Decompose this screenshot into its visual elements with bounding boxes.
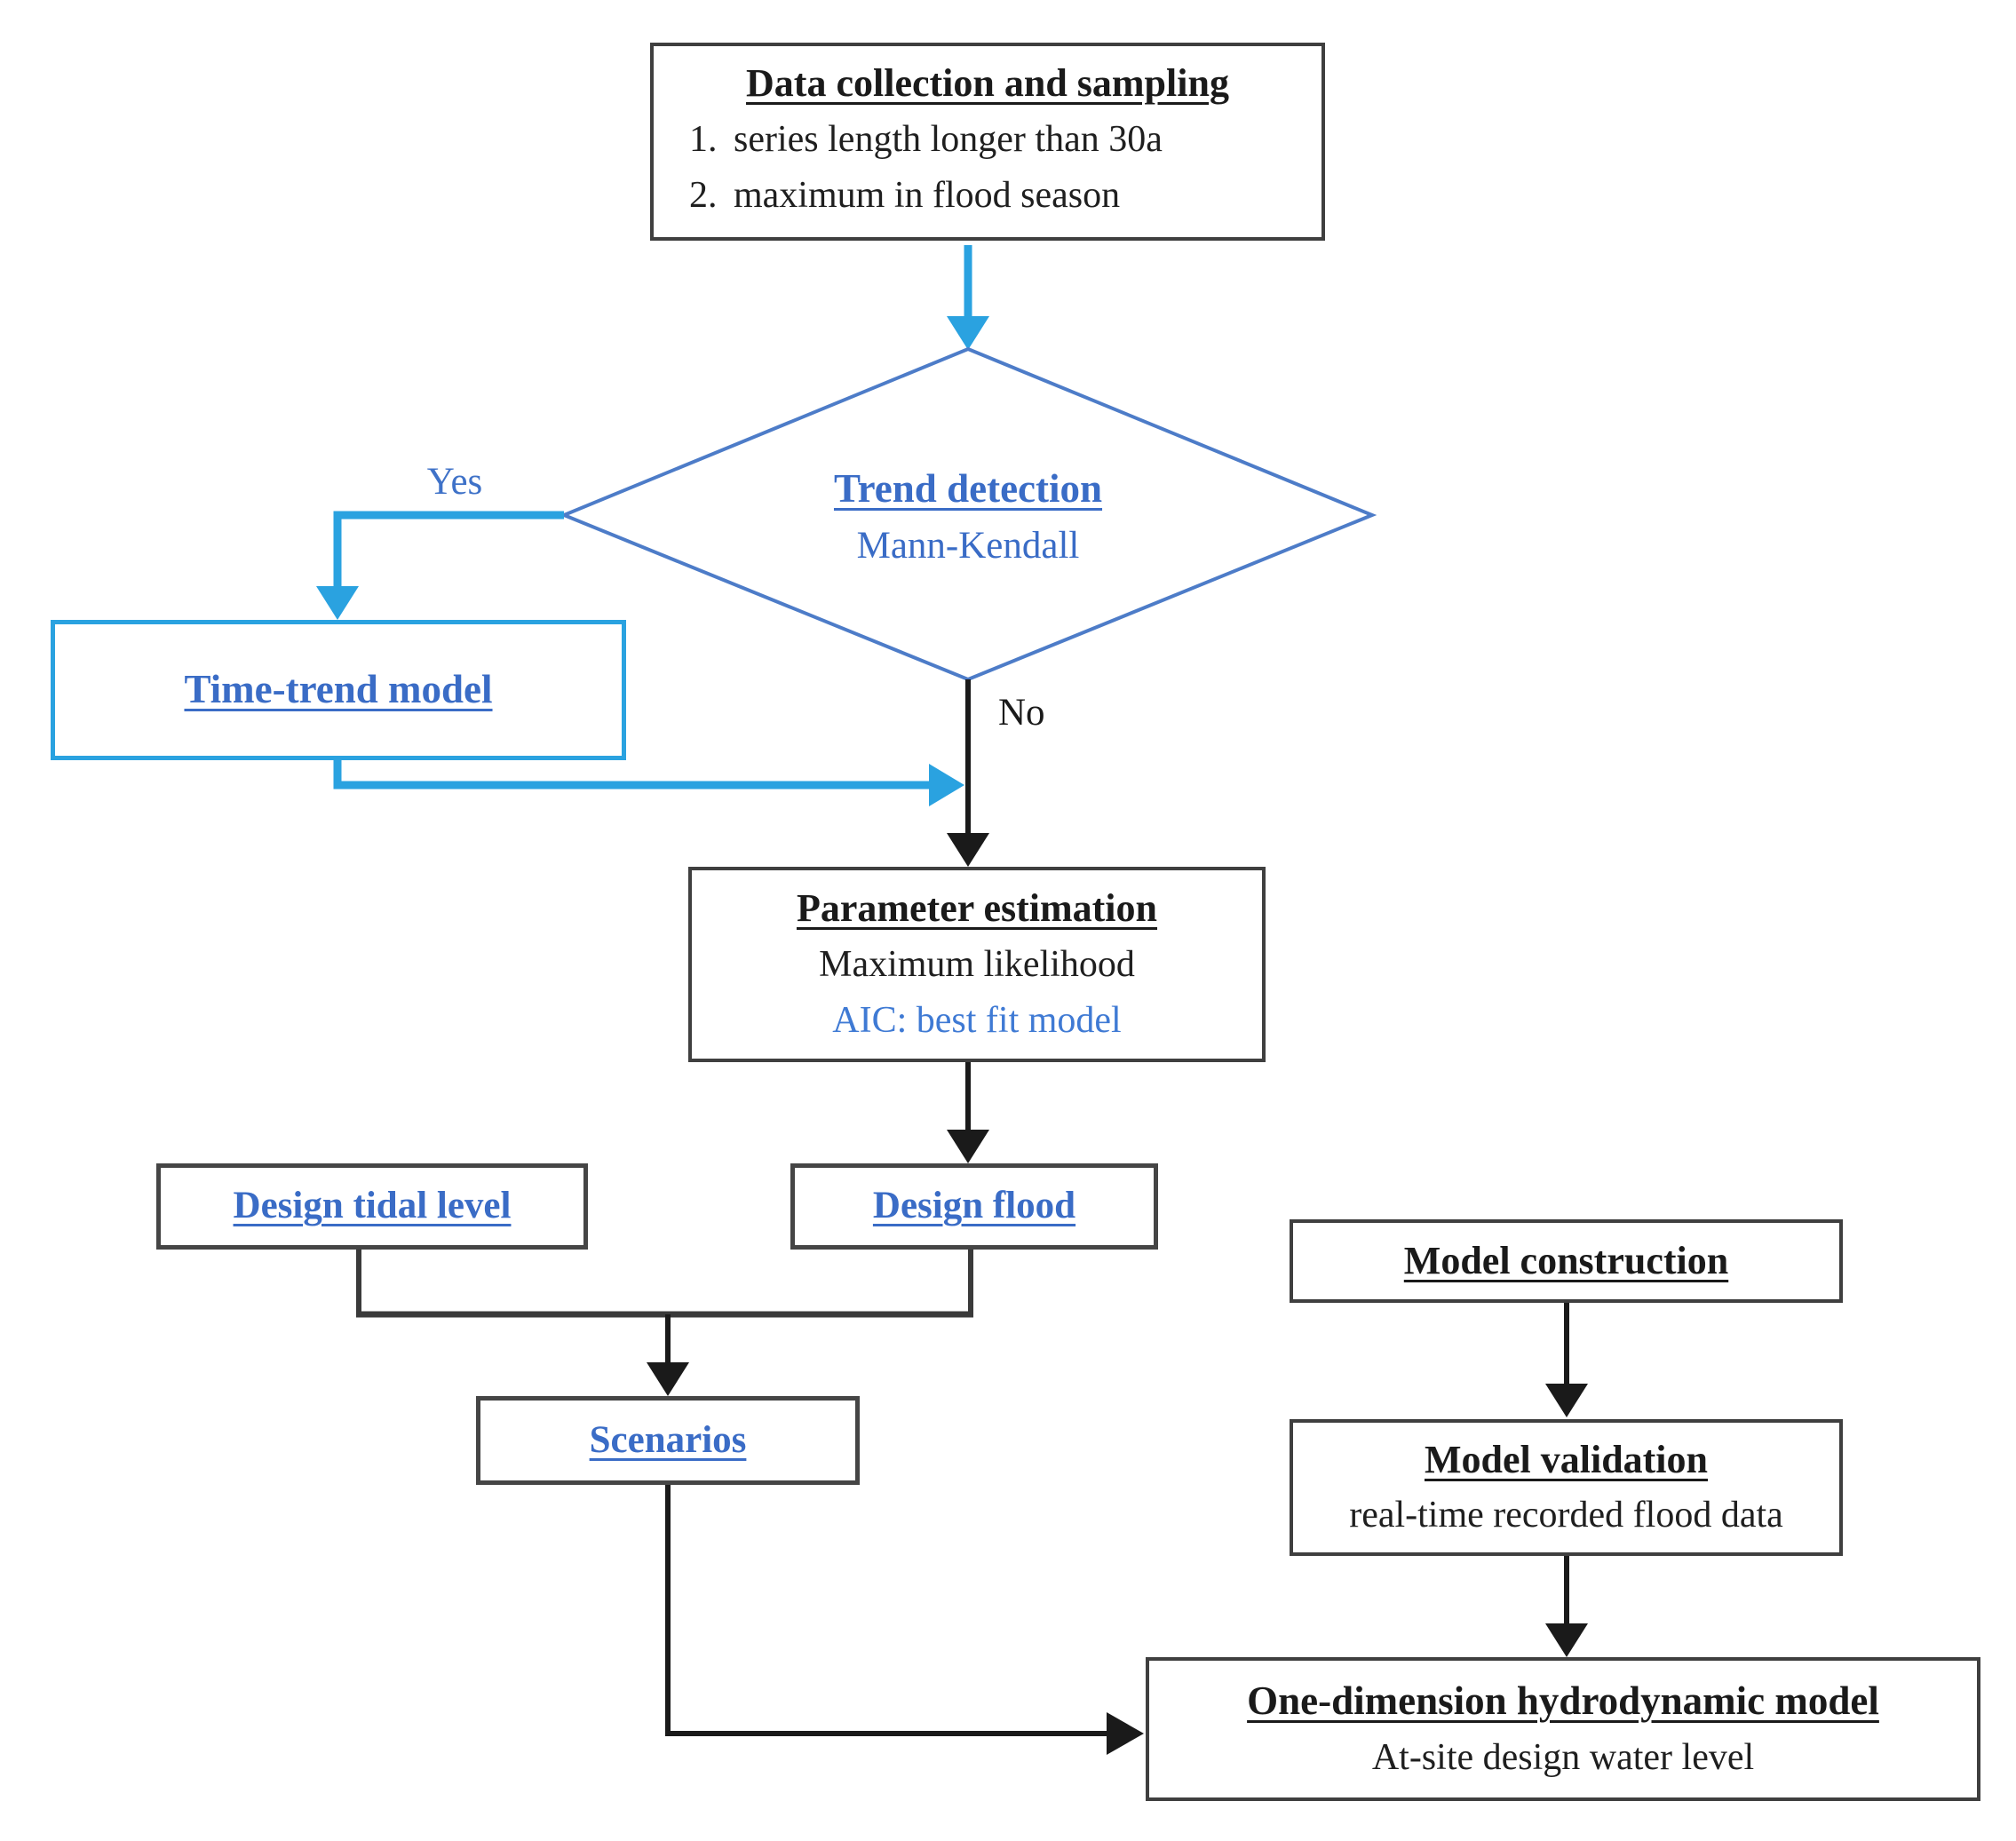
parameter-estimation-method: Maximum likelihood bbox=[819, 943, 1135, 985]
node-design-flood: Design flood bbox=[790, 1163, 1158, 1250]
data-collection-title: Data collection and sampling bbox=[746, 61, 1229, 105]
design-flood-title: Design flood bbox=[872, 1185, 1076, 1227]
node-parameter-estimation: Parameter estimation Maximum likelihood … bbox=[688, 867, 1266, 1062]
trend-detection-title: Trend detection bbox=[833, 466, 1103, 511]
node-time-trend-model: Time-trend model bbox=[51, 620, 626, 760]
arrowhead-construction-to-validation bbox=[1545, 1384, 1588, 1417]
scenarios-title: Scenarios bbox=[589, 1418, 747, 1461]
model-construction-title: Model construction bbox=[1403, 1239, 1729, 1283]
no-branch-label: No bbox=[998, 692, 1045, 734]
arrowhead-scenarios-to-hydro bbox=[1107, 1712, 1144, 1755]
arrowhead-no-branch bbox=[947, 833, 989, 867]
node-model-validation: Model validation real-time recorded floo… bbox=[1290, 1419, 1843, 1556]
yes-branch-label: Yes bbox=[426, 461, 483, 503]
node-model-construction: Model construction bbox=[1290, 1219, 1843, 1303]
node-design-tidal-level: Design tidal level bbox=[156, 1163, 588, 1250]
hydrodynamic-model-title: One-dimension hydrodynamic model bbox=[1247, 1678, 1879, 1723]
node-scenarios: Scenarios bbox=[476, 1396, 860, 1485]
list-number: 1. bbox=[689, 118, 718, 160]
arrowhead-validation-to-hydro bbox=[1545, 1623, 1588, 1657]
data-collection-item-1: 1. series length longer than 30a bbox=[654, 112, 1322, 168]
node-data-collection: Data collection and sampling 1. series l… bbox=[650, 43, 1325, 241]
arrow-scenarios-to-hydro bbox=[665, 1485, 1108, 1736]
list-number: 2. bbox=[689, 174, 718, 216]
model-validation-data: real-time recorded flood data bbox=[1349, 1495, 1783, 1536]
trend-detection-method: Mann-Kendall bbox=[856, 525, 1080, 567]
arrowhead-datacollection-to-trend bbox=[947, 316, 989, 350]
arrow-yes-branch bbox=[333, 511, 564, 593]
arrowhead-timetrend-merge bbox=[929, 764, 964, 806]
arrow-timetrend-merge bbox=[333, 760, 934, 790]
data-collection-item-2: 2. maximum in flood season bbox=[654, 168, 1322, 224]
node-trend-detection-label: Trend detection Mann-Kendall bbox=[746, 460, 1190, 575]
model-validation-title: Model validation bbox=[1424, 1437, 1709, 1481]
parameter-estimation-title: Parameter estimation bbox=[796, 886, 1158, 931]
arrowhead-yes-branch bbox=[316, 586, 359, 620]
node-hydrodynamic-model: One-dimension hydrodynamic model At-site… bbox=[1146, 1657, 1980, 1801]
parameter-estimation-aic: AIC: best fit model bbox=[832, 999, 1122, 1041]
time-trend-title: Time-trend model bbox=[184, 667, 493, 712]
arrowhead-merge-to-scenarios bbox=[647, 1362, 689, 1396]
arrowhead-param-to-flood bbox=[947, 1130, 989, 1163]
list-text: maximum in flood season bbox=[734, 174, 1121, 216]
hydrodynamic-model-output: At-site design water level bbox=[1371, 1737, 1755, 1779]
design-tidal-title: Design tidal level bbox=[233, 1185, 512, 1227]
list-text: series length longer than 30a bbox=[734, 118, 1163, 160]
